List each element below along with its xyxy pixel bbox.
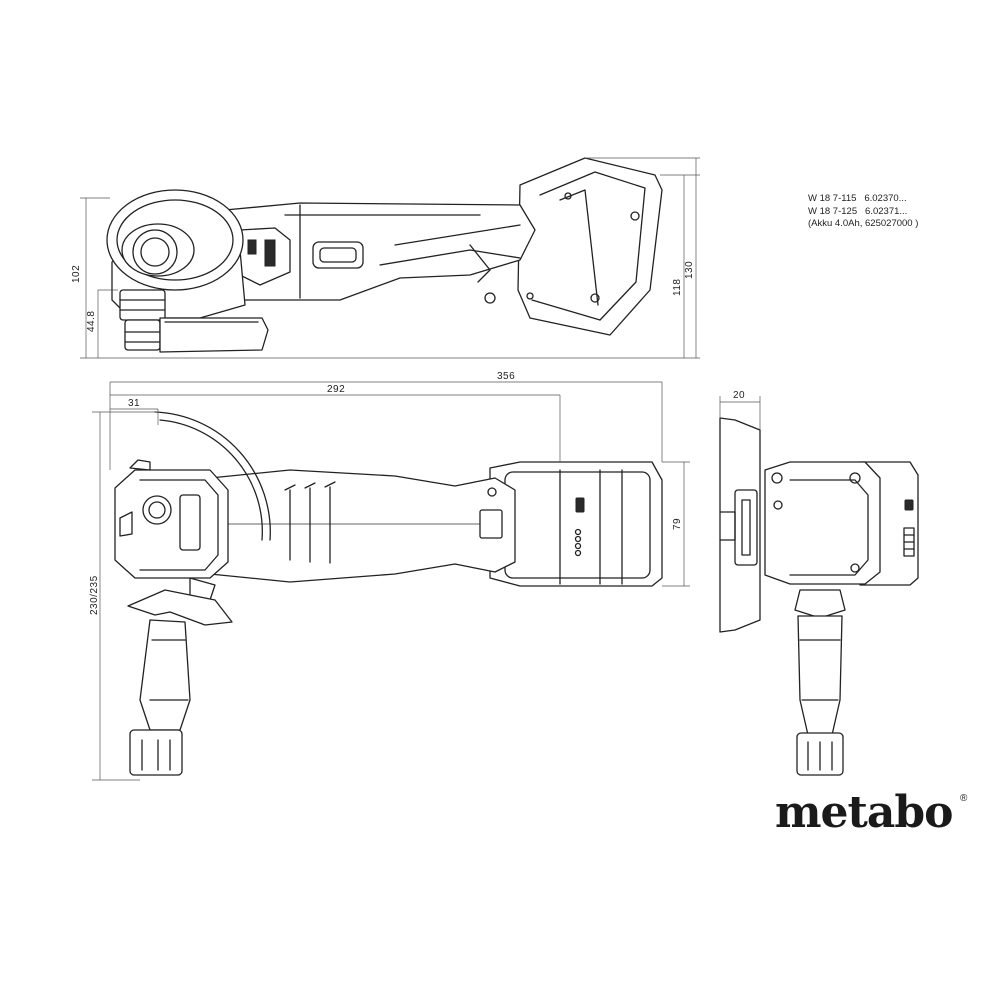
spec-code-1: 6.02370... <box>864 193 907 204</box>
dim-top-31: 31 <box>128 398 140 409</box>
top-view <box>92 381 690 781</box>
spec-line-3: (Akku 4.0Ah, 625027000 ) <box>808 218 919 229</box>
dim-front-20: 20 <box>733 390 745 401</box>
dim-top-230-235: 230/235 <box>89 575 100 615</box>
spec-model-1: W 18 7-115 <box>808 193 857 204</box>
dim-top-79: 79 <box>672 518 683 530</box>
front-view <box>719 396 919 776</box>
registered-mark: ® <box>960 793 968 804</box>
spec-line-1: W 18 7-115 6.02370... <box>808 193 918 206</box>
metabo-logo: metabo <box>775 787 953 838</box>
dim-top-292: 292 <box>327 384 345 395</box>
dim-top-356: 356 <box>497 371 515 382</box>
dim-side-102: 102 <box>71 265 82 283</box>
spec-model-2: W 18 7-125 <box>808 205 858 217</box>
spec-code-2: 6.02371... <box>865 205 908 217</box>
side-view <box>80 157 700 359</box>
dim-side-44-8: 44.8 <box>86 311 97 332</box>
model-specs: W 18 7-115 6.02370... W 18 7-125 6.02371… <box>808 193 918 231</box>
dim-side-130: 130 <box>684 261 695 279</box>
spec-line-2: W 18 7-125 6.02371... <box>808 206 918 219</box>
dim-side-118: 118 <box>672 279 683 296</box>
